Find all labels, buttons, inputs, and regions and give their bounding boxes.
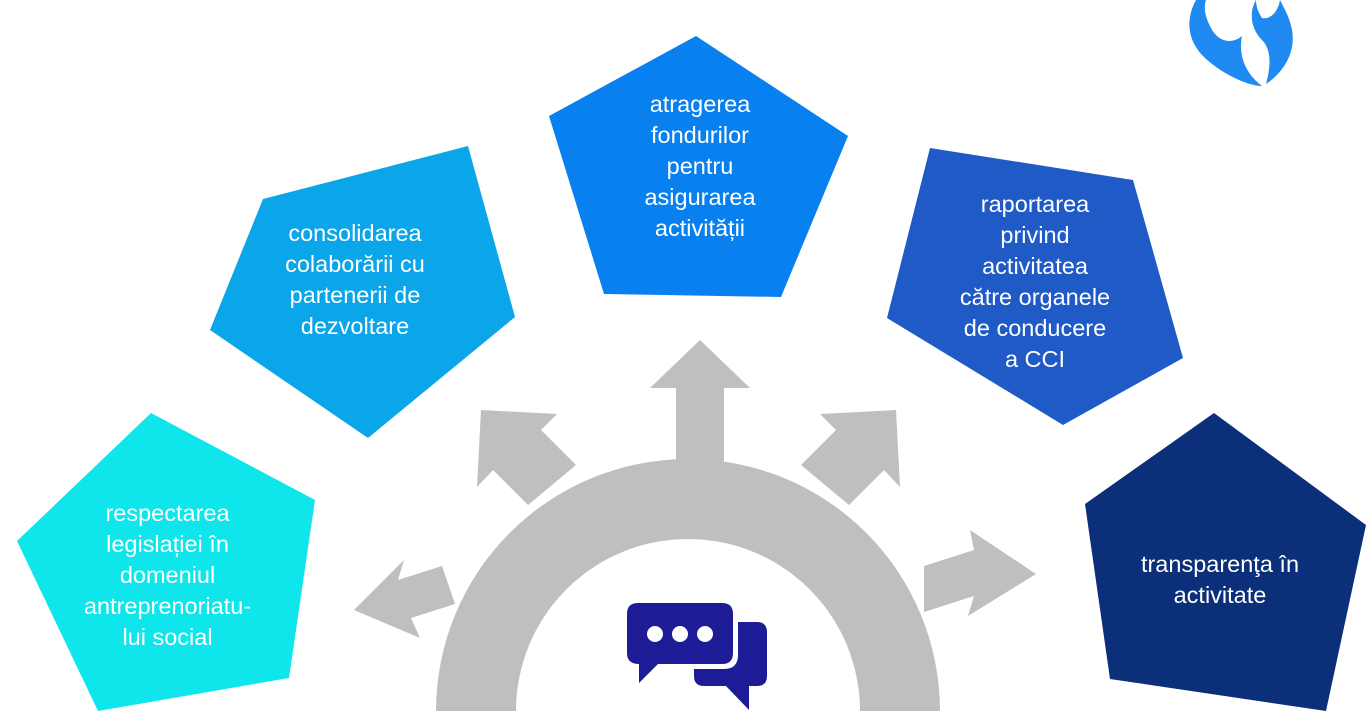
flame-right — [1251, 0, 1293, 84]
arrow-upper-right — [801, 410, 900, 505]
hub-arrows — [354, 340, 1036, 711]
label-line: lui social — [122, 623, 213, 650]
label-lines: consolidarea colaborării cu partenerii de d… — [285, 218, 425, 342]
label-line: activitatea — [982, 253, 1088, 279]
label-line: pentru — [666, 152, 734, 179]
label-line: consolidarea — [288, 220, 422, 246]
arrow-upper-left — [477, 410, 576, 505]
label-line: activitate — [1173, 582, 1267, 608]
label-legislatie: respectarea legislației în domeniul antrepr… — [50, 480, 285, 670]
label-lines: respectarea legislației în domeniul antrepr… — [84, 498, 251, 653]
pentagon-colaborare — [210, 146, 515, 438]
label-line: atragerea — [649, 90, 751, 117]
pentagon-legislatie — [17, 413, 315, 711]
chat-front-bubble — [627, 603, 733, 683]
pentagon-transparenta — [1085, 413, 1366, 711]
label-raportare: raportarea privind activitatea către organe… — [925, 170, 1145, 394]
label-line: respectarea — [105, 499, 230, 526]
label-line: dezvoltare — [300, 313, 410, 339]
label-line: legislației în — [106, 530, 229, 557]
label-line: transparenţa în — [1140, 551, 1300, 577]
label-lines: atragerea fondurilor pentru asigurarea activ… — [644, 89, 755, 244]
label-line: colaborării cu — [285, 251, 425, 277]
label-line: către organele — [959, 284, 1111, 310]
label-line: fondurilor — [651, 121, 749, 148]
label-lines: transparenţa în activitate — [1141, 549, 1299, 611]
chat-dot-3 — [697, 626, 713, 642]
label-line: raportarea — [980, 191, 1090, 217]
pentagon-raportare — [887, 148, 1183, 425]
label-transparenta: transparenţa în activitate — [1100, 535, 1340, 625]
label-colaborare: consolidarea colaborării cu partenerii de d… — [245, 200, 465, 360]
hub-arch — [436, 459, 940, 711]
chat-dot-2 — [672, 626, 688, 642]
label-line: de conducere — [963, 315, 1107, 341]
label-line: a CCI — [1004, 346, 1066, 372]
label-line: privind — [1000, 222, 1070, 248]
arrow-up — [650, 340, 750, 475]
label-line: domeniul — [119, 561, 216, 588]
label-line: activității — [654, 214, 746, 241]
chat-bubbles-icon — [622, 598, 767, 710]
label-line: antreprenoriatu- — [83, 592, 252, 619]
pentagon-fonduri — [549, 36, 848, 297]
arrow-left — [354, 560, 455, 638]
label-lines: raportarea privind activitatea către organe… — [960, 189, 1110, 375]
flame-logo-icon — [1189, 0, 1293, 86]
label-line: partenerii de — [289, 282, 421, 308]
label-line: asigurarea — [644, 183, 756, 210]
flame-left — [1189, 0, 1262, 86]
label-fonduri: atragerea fondurilor pentru asigurarea activ… — [595, 76, 805, 256]
chat-dot-1 — [647, 626, 663, 642]
arrow-right — [924, 530, 1036, 616]
